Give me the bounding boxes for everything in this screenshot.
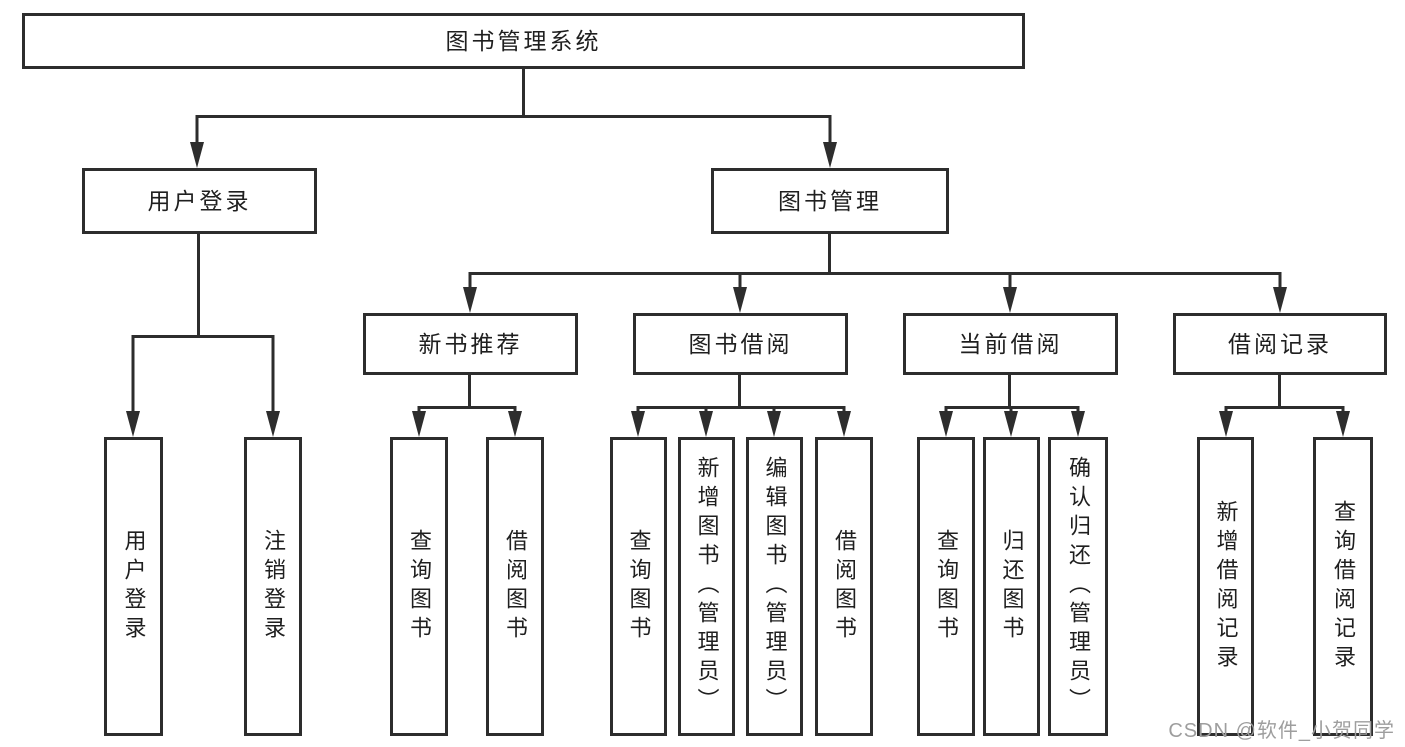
- arrowhead-down: [1004, 411, 1018, 437]
- leaf-query-books-recommend: 查询图书: [390, 437, 448, 736]
- node-book-borrow: 图书借阅: [633, 313, 848, 375]
- leaf-confirm-return-admin: 确认归还（管理员）: [1048, 437, 1108, 736]
- node-borrow-records: 借阅记录: [1173, 313, 1387, 375]
- leaf-query-books-current: 查询图书: [917, 437, 975, 736]
- connector-newbook-to-leaves: [417, 375, 517, 415]
- leaf-label: 查询图书: [407, 528, 432, 645]
- leaf-label: 新增图书（管理员）: [694, 456, 720, 717]
- leaf-label: 注销登录: [261, 528, 286, 645]
- arrowhead-down: [1273, 287, 1287, 313]
- leaf-add-borrow-record: 新增借阅记录: [1197, 437, 1254, 736]
- leaf-query-books-borrow: 查询图书: [610, 437, 667, 736]
- node-label: 当前借阅: [958, 330, 1063, 357]
- node-label: 图书管理系统: [445, 27, 602, 54]
- leaf-return-books: 归还图书: [983, 437, 1040, 736]
- arrowhead-down: [190, 142, 204, 168]
- arrowhead-down: [266, 411, 280, 437]
- arrowhead-down: [767, 411, 781, 437]
- connector-bookborrow-to-leaves: [636, 375, 846, 415]
- arrowhead-down: [1336, 411, 1350, 437]
- node-label: 新书推荐: [418, 330, 523, 357]
- arrowhead-down: [463, 287, 477, 313]
- leaf-add-books-admin: 新增图书（管理员）: [678, 437, 735, 736]
- connector-records-to-leaves: [1224, 375, 1345, 415]
- csdn-watermark: CSDN @软件_小贺同学: [1168, 720, 1395, 742]
- leaf-label: 借阅图书: [503, 528, 528, 645]
- leaf-logout: 注销登录: [244, 437, 302, 736]
- connector-bookmgmt-to-level2: [468, 234, 1282, 291]
- arrowhead-down: [823, 142, 837, 168]
- leaf-label: 查询图书: [626, 528, 652, 645]
- leaf-user-login: 用户登录: [104, 437, 163, 736]
- leaf-label: 新增借阅记录: [1213, 499, 1239, 674]
- leaf-edit-books-admin: 编辑图书（管理员）: [746, 437, 803, 736]
- arrowhead-down: [1219, 411, 1233, 437]
- arrowhead-down: [733, 287, 747, 313]
- arrowhead-down: [508, 411, 522, 437]
- leaf-label: 用户登录: [121, 528, 147, 645]
- leaf-query-borrow-record: 查询借阅记录: [1313, 437, 1373, 736]
- leaf-label: 查询借阅记录: [1331, 499, 1356, 674]
- node-label: 用户登录: [147, 187, 252, 214]
- arrowhead-down: [837, 411, 851, 437]
- leaf-label: 编辑图书（管理员）: [762, 456, 788, 717]
- connector-userlogin-to-leaves: [131, 234, 275, 415]
- leaf-borrow-books-recommend: 借阅图书: [486, 437, 544, 736]
- leaf-label: 查询图书: [934, 528, 959, 645]
- arrowhead-down: [939, 411, 953, 437]
- node-new-book-recommend: 新书推荐: [363, 313, 578, 375]
- node-library-system: 图书管理系统: [22, 13, 1025, 69]
- arrowhead-down: [699, 411, 713, 437]
- node-label: 图书管理: [778, 187, 882, 214]
- leaf-label: 确认归还（管理员）: [1066, 456, 1091, 717]
- connector-currentborrow-to-leaves: [944, 375, 1080, 415]
- node-current-borrow: 当前借阅: [903, 313, 1118, 375]
- arrowhead-down: [412, 411, 426, 437]
- connector-root-to-level1: [195, 69, 832, 144]
- arrowhead-down: [126, 411, 140, 437]
- node-label: 图书借阅: [688, 330, 793, 357]
- leaf-borrow-books: 借阅图书: [815, 437, 873, 736]
- arrowhead-down: [631, 411, 645, 437]
- node-label: 借阅记录: [1228, 330, 1332, 357]
- node-user-login: 用户登录: [82, 168, 317, 234]
- arrowhead-down: [1003, 287, 1017, 313]
- arrowhead-down: [1071, 411, 1085, 437]
- node-book-management: 图书管理: [711, 168, 949, 234]
- leaf-label: 借阅图书: [832, 528, 857, 645]
- leaf-label: 归还图书: [999, 528, 1025, 645]
